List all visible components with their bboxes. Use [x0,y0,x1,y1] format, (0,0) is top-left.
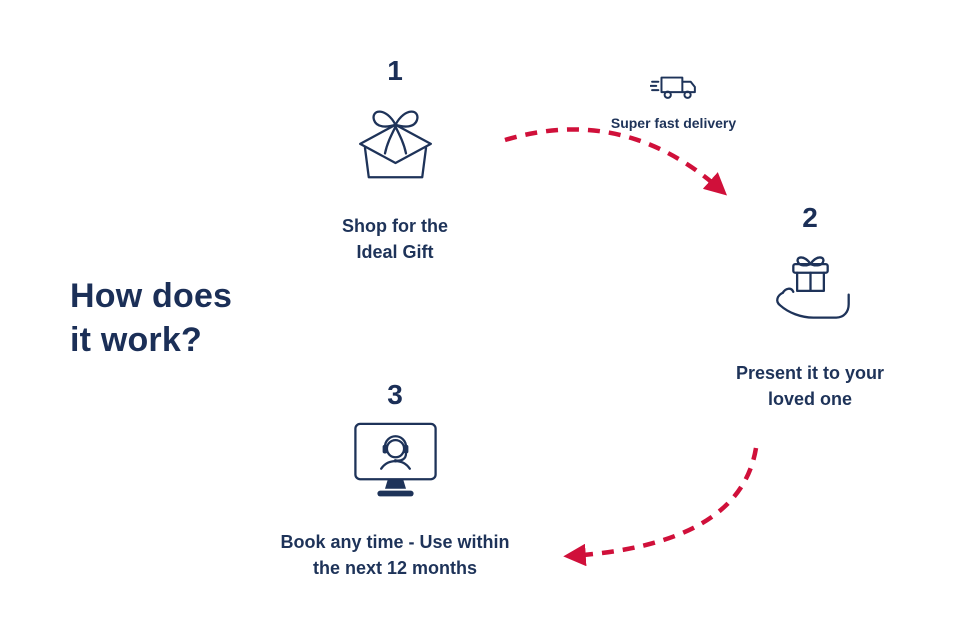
step-2: 2 Present it to your loved one [700,202,920,412]
delivery-note: Super fast delivery [596,72,751,131]
step-1-label-line-1: Shop for the [342,215,448,236]
page-title: How does it work? [70,274,232,362]
delivery-note-label: Super fast delivery [610,115,737,131]
step-3-label-line-2: the next 12 months [312,557,477,578]
step-1-number: 1 [387,55,403,86]
step-2-number: 2 [802,202,818,233]
delivery-truck-icon [649,72,698,109]
step-2-label: Present it to your loved one [736,360,884,412]
page-title-line-1: How does [70,277,233,315]
step-1-label-line-2: Ideal Gift [356,241,434,262]
step-3: 3 Book any time - U [260,379,530,581]
step-1-label: Shop for the Ideal Gift [342,213,448,265]
step-2-label-line-1: Present it to your [735,362,885,383]
step-3-label-line-1: Book any time - Use within [280,531,510,552]
support-monitor-icon [343,417,448,509]
step-3-label: Book any time - Use within the next 12 m… [280,529,509,581]
gift-box-icon [343,93,448,189]
hand-holding-gift-icon [758,240,863,336]
step-1: 1 Shop for the Ideal Gift [275,55,515,265]
step-2-label-line-2: loved one [767,388,852,409]
step-3-number: 3 [387,379,403,410]
arrow-step1-to-step2 [504,127,728,196]
arrow-step2-to-step3 [563,447,759,567]
page-title-line-2: it work? [70,321,202,360]
